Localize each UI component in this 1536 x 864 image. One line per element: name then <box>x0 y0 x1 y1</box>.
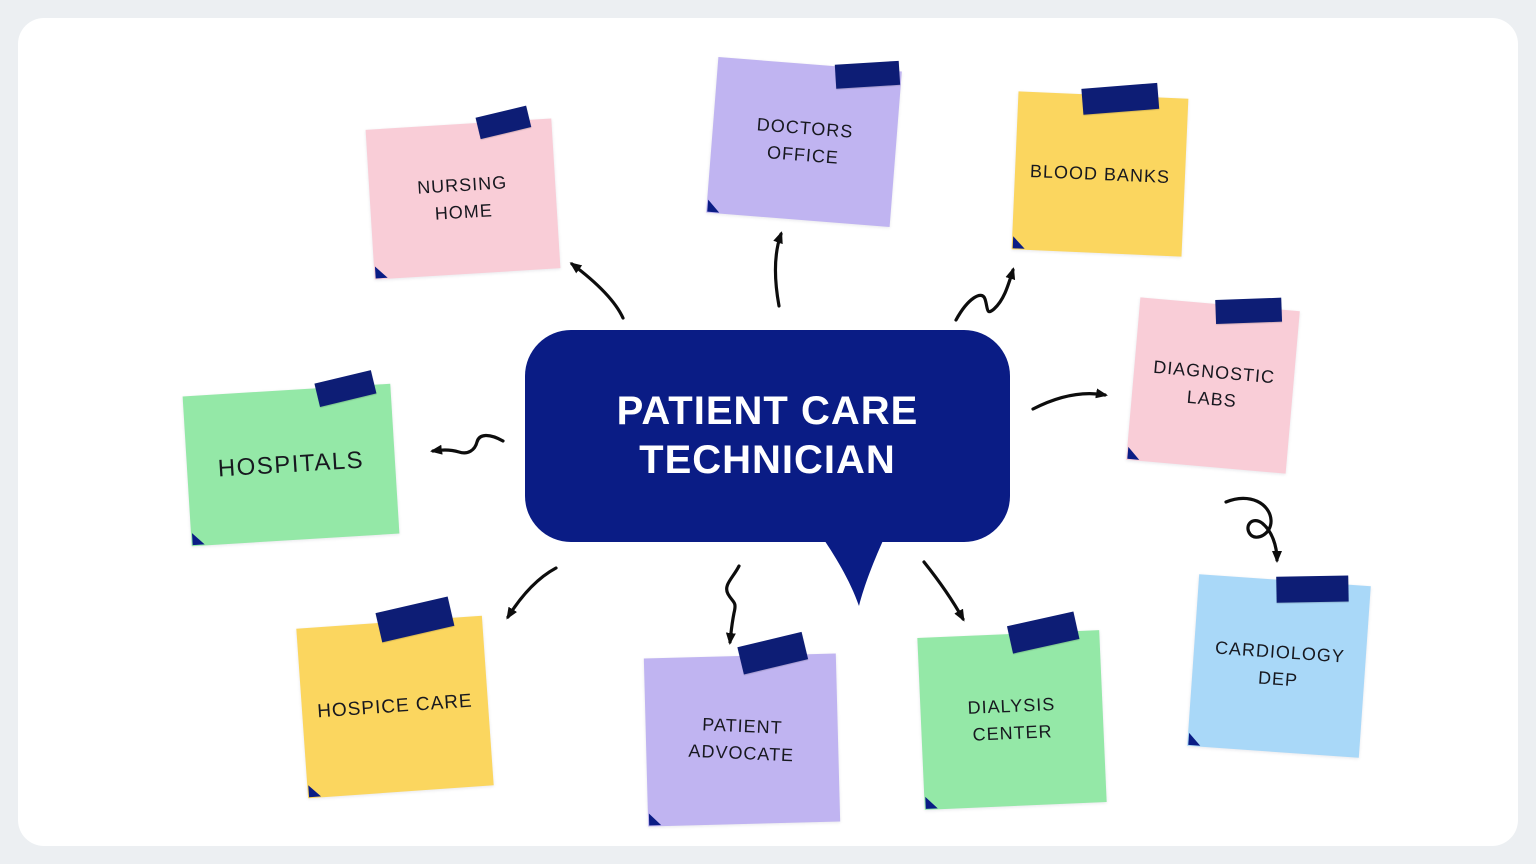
corner-fold <box>1012 236 1026 249</box>
sticky-note-cardiology-dep: CARDIOLOGY DEP <box>1187 574 1371 758</box>
sticky-note-hospitals: HOSPITALS <box>182 370 400 547</box>
note-label: DIALYSIS CENTER <box>967 694 1056 745</box>
sticky-note-nursing-home: NURSING HOME <box>365 105 561 280</box>
tape-strip <box>1215 297 1283 324</box>
note-label: BLOOD BANKS <box>1029 160 1171 187</box>
center-topic-bubble: PATIENT CARE TECHNICIAN <box>525 330 1010 542</box>
sticky-note-dialysis-center: DIALYSIS CENTER <box>917 611 1107 810</box>
corner-fold <box>1127 446 1141 460</box>
corner-fold <box>1188 732 1202 746</box>
corner-fold <box>925 796 938 809</box>
sticky-note-diagnostic-labs: DIAGNOSTIC LABS <box>1126 297 1300 474</box>
note-label: CARDIOLOGY DEP <box>1214 637 1346 691</box>
tape-strip <box>834 60 901 89</box>
center-topic-label: PATIENT CARE TECHNICIAN <box>616 389 919 482</box>
note-label: HOSPICE CARE <box>316 690 474 723</box>
sticky-note-patient-advocate: PATIENT ADVOCATE <box>643 631 841 827</box>
tape-strip <box>1081 82 1160 115</box>
corner-fold <box>374 265 388 279</box>
corner-fold <box>191 532 205 546</box>
sticky-note-blood-banks: BLOOD BANKS <box>1011 82 1189 257</box>
note-label: PATIENT ADVOCATE <box>688 714 795 766</box>
corner-fold <box>308 784 322 798</box>
tape-strip <box>1276 575 1349 603</box>
corner-fold <box>707 199 721 213</box>
note-label: NURSING HOME <box>416 172 508 224</box>
corner-fold <box>648 813 662 826</box>
note-label: DOCTORS OFFICE <box>756 114 855 168</box>
sticky-note-hospice-care: HOSPICE CARE <box>296 596 494 799</box>
note-label: HOSPITALS <box>217 446 365 483</box>
note-label: DIAGNOSTIC LABS <box>1152 356 1276 411</box>
sticky-note-doctors-office: DOCTORS OFFICE <box>706 57 902 227</box>
